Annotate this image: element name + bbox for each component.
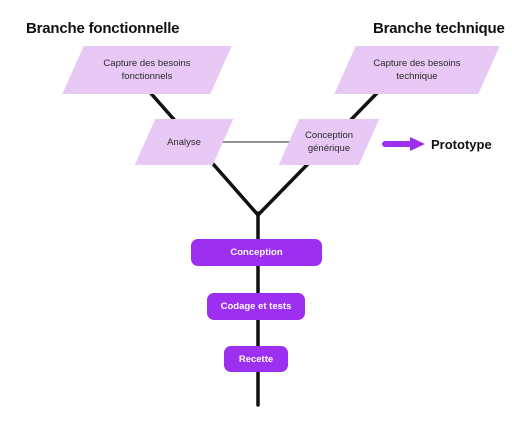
node-capture-functional: Capture des besoins fonctionnels bbox=[62, 46, 232, 94]
node-analyse-label: Analyse bbox=[167, 136, 201, 148]
node-codage-tests: Codage et tests bbox=[207, 293, 305, 320]
node-capture-technical-label: Capture des besoins technique bbox=[373, 58, 461, 82]
node-capture-functional-label: Capture des besoins fonctionnels bbox=[103, 58, 191, 82]
functional-branch-title: Branche fonctionnelle bbox=[26, 20, 180, 37]
node-conception-generique: Conception générique bbox=[278, 119, 380, 165]
node-conception: Conception bbox=[191, 239, 322, 266]
prototype-arrow-icon bbox=[382, 137, 425, 151]
node-recette: Recette bbox=[224, 346, 288, 372]
prototype-label: Prototype bbox=[431, 137, 492, 152]
node-capture-technical: Capture des besoins technique bbox=[334, 46, 500, 94]
node-analyse: Analyse bbox=[134, 119, 234, 165]
node-conception-generique-label: Conception générique bbox=[304, 130, 354, 154]
technical-branch-title: Branche technique bbox=[373, 20, 505, 37]
